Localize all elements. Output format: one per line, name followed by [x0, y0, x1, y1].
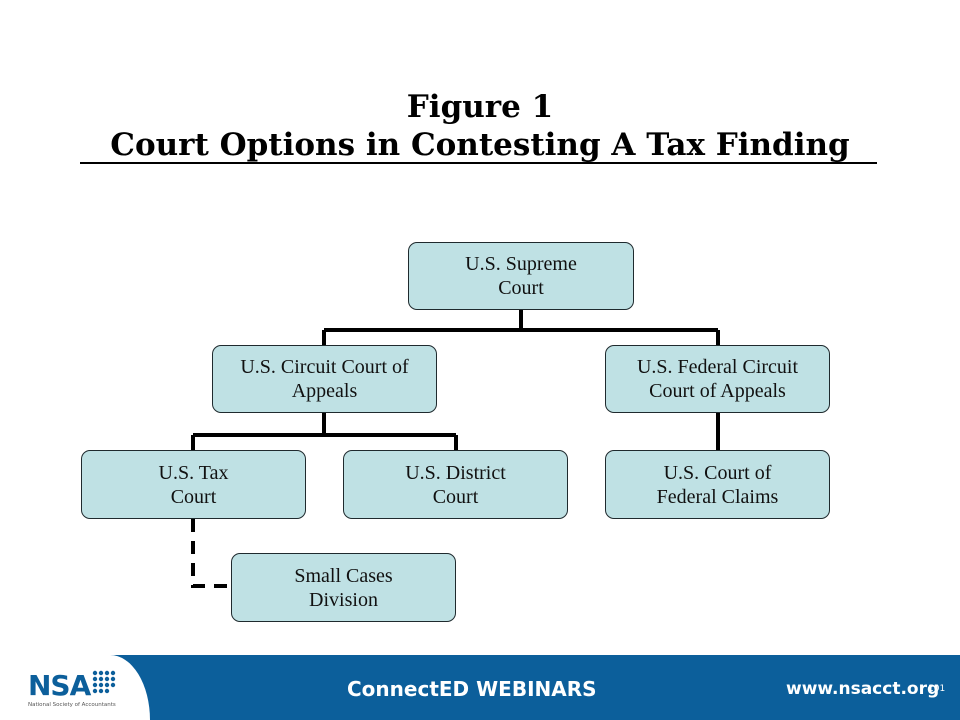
page-number: 101: [928, 684, 946, 694]
logo-subtitle: National Society of Accountants: [28, 702, 116, 708]
node-label: Federal Claims: [656, 485, 779, 508]
node-tax-court: U.S. Tax Court: [81, 450, 306, 519]
edge-to-small-cases: [191, 519, 232, 588]
node-court-of-federal-claims: U.S. Court of Federal Claims: [605, 450, 830, 519]
brand-label: ConnectED WEBINARS: [347, 677, 597, 701]
node-small-cases-division: Small Cases Division: [231, 553, 456, 622]
node-federal-circuit-court: U.S. Federal Circuit Court of Appeals: [605, 345, 830, 413]
node-label: Division: [309, 588, 378, 611]
node-label: Court of Appeals: [649, 380, 786, 402]
node-label: Court: [432, 485, 479, 508]
nsa-logo: NSA: [28, 669, 91, 702]
node-circuit-court-of-appeals: U.S. Circuit Court of Appeals: [212, 345, 437, 413]
node-label: U.S. Supreme: [465, 253, 577, 275]
node-district-court: U.S. District Court: [343, 450, 568, 519]
website-link[interactable]: www.nsacct.org: [786, 679, 940, 699]
figure-title-line1: Figure 1: [406, 89, 554, 125]
node-supreme-court: U.S. Supreme Court: [408, 242, 634, 310]
logo-panel: NSA National Society of Accountants: [0, 655, 150, 720]
node-label: U.S. Circuit Court of: [240, 356, 409, 378]
footer-bar: NSA National Society of Accountants Conn…: [0, 655, 960, 720]
node-label: Small Cases: [294, 564, 393, 587]
node-label: Court: [498, 277, 544, 299]
node-label: Court: [170, 485, 217, 508]
node-label: U.S. Tax: [158, 461, 229, 484]
figure-title-line2: Court Options in Contesting A Tax Findin…: [110, 127, 850, 163]
logo-dots-icon: [92, 670, 116, 694]
title-underline: [80, 162, 877, 164]
node-label: U.S. District: [405, 461, 506, 484]
node-label: U.S. Court of: [663, 461, 772, 484]
node-label: U.S. Federal Circuit: [636, 356, 799, 378]
node-label: Appeals: [291, 380, 358, 402]
